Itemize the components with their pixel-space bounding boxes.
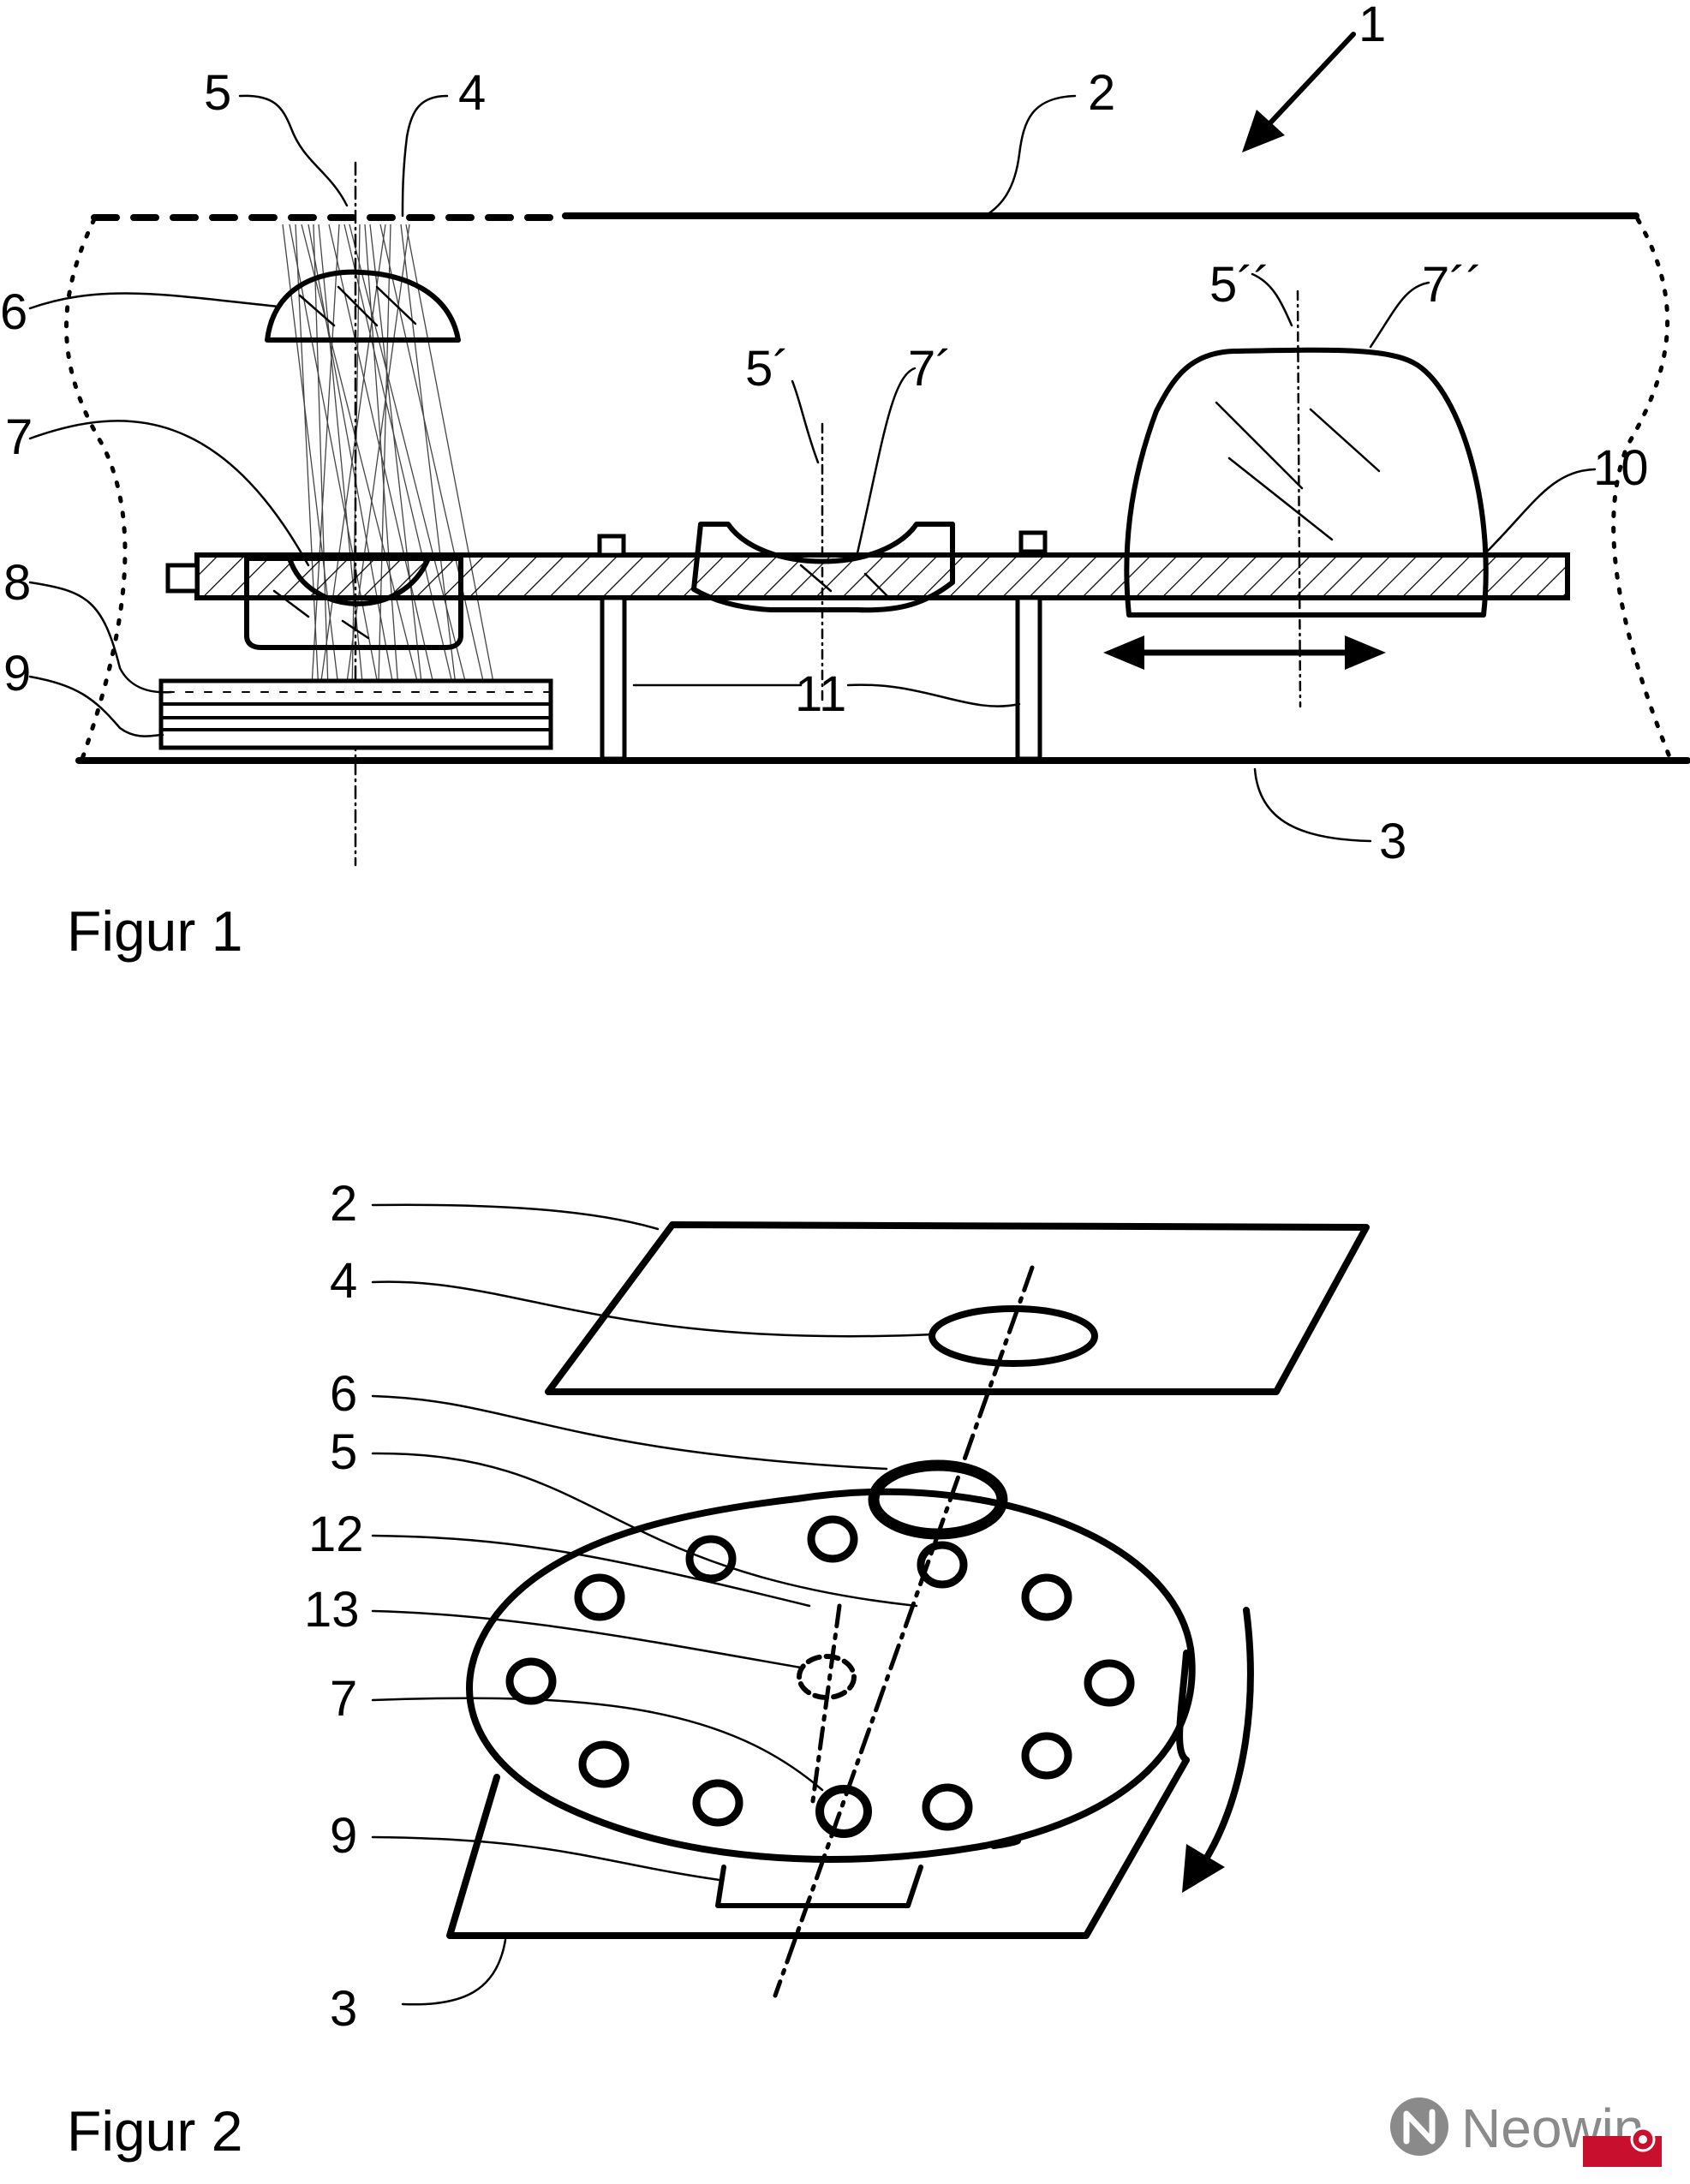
label-part13: 13 xyxy=(304,1582,360,1638)
optic-element-b xyxy=(691,522,955,613)
figure-2-caption: Figur 2 xyxy=(67,2099,242,2163)
rotating-disk xyxy=(466,1488,1196,1863)
sensor-stack xyxy=(158,678,553,750)
assembly-arrow xyxy=(1242,32,1356,152)
support-posts xyxy=(600,595,1042,761)
leader-lines xyxy=(371,1203,935,2006)
rotation-arrow xyxy=(1182,1607,1254,1893)
carrier-disk xyxy=(165,530,1570,600)
label-aperture: 4 xyxy=(458,65,486,121)
translation-arrow xyxy=(1103,636,1386,670)
sensor xyxy=(715,1865,923,1908)
right-break-line xyxy=(1611,217,1673,761)
label-optic: 7 xyxy=(330,1671,357,1727)
label-optic-c: 7´´ xyxy=(1422,257,1483,313)
neowin-logo-icon xyxy=(1390,2097,1448,2156)
base-plate xyxy=(446,1757,1190,1939)
label-part8: 8 xyxy=(3,555,31,611)
top-plate xyxy=(91,212,1639,221)
optical-axis xyxy=(773,1265,1035,1998)
label-axis-b: 5´ xyxy=(745,341,790,397)
label-slider: 10 xyxy=(1593,440,1649,496)
label-axis: 5 xyxy=(204,65,231,121)
label-assembly: 1 xyxy=(1359,0,1386,52)
label-part12: 12 xyxy=(308,1507,364,1562)
top-lens xyxy=(265,269,461,343)
secondary-axis xyxy=(809,1603,842,1810)
optic-element xyxy=(244,556,463,650)
label-aperture: 4 xyxy=(330,1253,357,1309)
label-axis-c: 5´´ xyxy=(1209,257,1270,313)
optic-hole-active xyxy=(815,1785,872,1838)
label-optic: 7 xyxy=(5,409,33,465)
light-rays xyxy=(282,224,506,749)
label-lens-top: 6 xyxy=(0,284,27,340)
optic-element-c xyxy=(1124,347,1489,618)
figure-1-diagram: 1 2 5 4 6 7 8 9 5´ 7´ 5´´ 7´´ 10 11 3 Fi… xyxy=(0,0,1690,963)
badge-icon xyxy=(1583,2127,1662,2167)
label-top-plate: 2 xyxy=(330,1176,357,1232)
watermark: Neowin xyxy=(1379,2090,1662,2167)
leader-lines xyxy=(28,94,1597,843)
label-optic-b: 7´ xyxy=(908,341,952,397)
optical-axis-c xyxy=(1296,289,1302,708)
label-posts: 11 xyxy=(795,666,846,722)
label-sensor: 9 xyxy=(330,1808,357,1864)
label-base-plate: 3 xyxy=(330,1981,357,2037)
left-break-line xyxy=(64,217,128,761)
optic-holes xyxy=(505,1515,1135,1831)
figure-1-caption: Figur 1 xyxy=(67,899,242,963)
label-base-plate: 3 xyxy=(1379,814,1406,869)
label-axis: 5 xyxy=(330,1424,357,1480)
top-plate xyxy=(545,1221,1370,1395)
label-sensor: 9 xyxy=(3,646,31,701)
label-top-plate: 2 xyxy=(1088,65,1115,121)
figure-2-diagram: 2 4 6 5 12 13 7 9 3 Figur 2 xyxy=(67,1176,1370,2163)
aperture xyxy=(929,1305,1098,1367)
label-lens-top: 6 xyxy=(330,1366,357,1422)
